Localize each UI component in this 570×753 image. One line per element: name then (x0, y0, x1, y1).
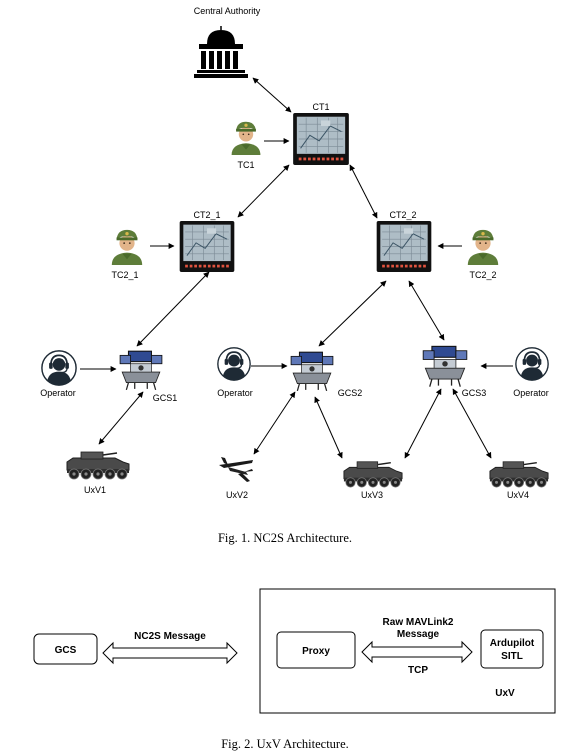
ardupilot-label-line1: Ardupilot (490, 638, 535, 649)
nc2s-message-double-arrow (102, 641, 238, 665)
uxv4-label: UxV4 (507, 490, 529, 500)
ct2-2-label: CT2_2 (389, 210, 416, 220)
edge-ct2-1-gcs1 (136, 271, 210, 347)
ct1-label: CT1 (312, 102, 329, 112)
ct2-2-tablet-icon (376, 221, 432, 272)
gcs3-station-icon (422, 345, 468, 388)
uxv2-drone-icon (219, 457, 253, 482)
edge-gcs2-uxv2 (253, 391, 296, 455)
edge-gcs3-uxv3 (404, 388, 442, 459)
gcs2-label: GCS2 (338, 388, 363, 398)
uxv1-label: UxV1 (84, 485, 106, 495)
edge-ct2-2-gcs2 (318, 280, 387, 347)
tc1-label: TC1 (237, 160, 254, 170)
gcs1-station-icon (119, 350, 163, 391)
gcs2-station-icon (290, 351, 334, 392)
gcs3-label: GCS3 (462, 388, 487, 398)
ct2-1-label: CT2_1 (193, 210, 220, 220)
raw-mavlink-label-line1: Raw MAVLink2 (383, 617, 454, 628)
ardupilot-sitl-box (480, 629, 544, 669)
central-authority-label: Central Authority (194, 6, 261, 16)
tcp-label: TCP (408, 665, 428, 676)
uxv-architecture-diagram: GCS NC2S Message UxV Proxy Raw MAVLink2 … (33, 588, 556, 714)
uxv-container-label: UxV (495, 688, 515, 699)
uxv3-label: UxV3 (361, 490, 383, 500)
edge-ct1-ct2-1 (237, 164, 290, 218)
uxv2-label: UxV2 (226, 490, 248, 500)
operator-left-headset-icon (41, 350, 77, 386)
figure1-caption: Fig. 1. NC2S Architecture. (217, 531, 352, 545)
edge-ct2-2-gcs3 (408, 280, 445, 341)
nc2s-architecture-diagram: Central Authority CT1 TC1 CT2_1 CT2_2 TC… (40, 6, 549, 500)
edge-gcs3-uxv4 (452, 388, 492, 459)
operator-middle-label: Operator (217, 388, 253, 398)
ardupilot-label-line2: SITL (501, 651, 523, 662)
edge-ct1-ct2-2 (349, 164, 378, 219)
edge-gcs1-uxv1 (98, 391, 144, 445)
proxy-box (276, 631, 356, 669)
edge-central-authority-ct1 (252, 77, 292, 113)
tc1-soldier-icon (231, 121, 261, 155)
uxv4-ground-vehicle-icon (489, 460, 549, 488)
gcs-box-label: GCS (55, 645, 77, 656)
operator-right-headset-icon (515, 347, 549, 381)
gcs1-label: GCS1 (153, 393, 178, 403)
raw-mavlink-double-arrow (361, 640, 473, 664)
edge-gcs2-uxv3 (314, 396, 343, 459)
ct2-1-tablet-icon (179, 221, 235, 272)
uxv3-ground-vehicle-icon (343, 460, 403, 488)
government-building-icon (193, 25, 249, 78)
tc2-2-soldier-icon (467, 229, 499, 265)
tc2-1-label: TC2_1 (111, 270, 138, 280)
raw-mavlink-label-line2: Message (397, 629, 440, 640)
operator-left-label: Operator (40, 388, 76, 398)
nc2s-message-label: NC2S Message (134, 631, 206, 642)
operator-right-label: Operator (513, 388, 549, 398)
connectors (80, 77, 513, 459)
figure2-caption: Fig. 2. UxV Architecture. (221, 737, 349, 751)
tc2-2-label: TC2_2 (469, 270, 496, 280)
gcs-box (33, 633, 98, 665)
ct1-tablet-icon (292, 113, 350, 165)
uxv1-ground-vehicle-icon (66, 451, 130, 480)
tc2-1-soldier-icon (111, 229, 143, 265)
proxy-box-label: Proxy (302, 646, 330, 657)
operator-middle-headset-icon (217, 347, 251, 381)
